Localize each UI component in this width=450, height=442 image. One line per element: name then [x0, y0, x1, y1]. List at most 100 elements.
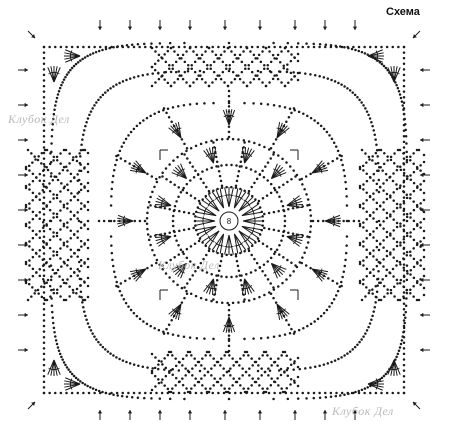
left-mesh-dot — [49, 201, 52, 204]
outer-border-dot — [375, 392, 378, 395]
ring-3-dot — [109, 87, 112, 90]
radial-chain-dot — [208, 190, 211, 193]
outer-border-dot — [341, 392, 344, 395]
ring-2-dot — [243, 102, 246, 105]
radial-chain-dot — [124, 280, 127, 283]
top-mesh-dot — [168, 64, 171, 67]
left-mesh-dot — [87, 220, 90, 223]
left-mesh-dot — [75, 292, 78, 295]
outer-border-dot — [403, 263, 406, 266]
radial-chain-dot — [228, 95, 231, 98]
ring-1-dot — [149, 244, 152, 247]
left-mesh-dot — [42, 208, 45, 211]
left-mesh-dot — [63, 282, 66, 285]
ring-1-dot — [289, 274, 292, 277]
radial-chain-dot — [163, 107, 166, 110]
ring-2-dot — [289, 332, 292, 335]
left-mesh-dot — [65, 282, 68, 285]
radial-chain-dot — [165, 112, 168, 115]
ring-3-dot — [376, 291, 379, 294]
radial-chain-dot — [268, 212, 271, 215]
right-mesh-dot — [423, 180, 426, 183]
outer-border-dot — [318, 46, 321, 49]
outer-ring-dot — [330, 44, 333, 47]
outer-ring-dot — [374, 58, 377, 61]
right-mesh-dot — [376, 208, 379, 211]
right-mesh-dot — [423, 268, 426, 271]
inner-ring-dot — [225, 276, 228, 279]
radial-chain-dot — [278, 253, 281, 256]
ring-2-dot — [115, 281, 118, 284]
right-mesh-dot — [365, 229, 368, 232]
bottom-mesh-dot — [223, 354, 226, 357]
outer-ring-dot — [55, 339, 58, 342]
bottom-mesh-dot — [228, 354, 231, 357]
left-mesh-dot — [80, 221, 83, 224]
inner-ring-dot — [172, 215, 175, 218]
ring-3-dot — [129, 77, 132, 80]
outer-border-dot — [251, 46, 254, 49]
right-mesh-dot — [383, 285, 386, 288]
left-mesh-dot — [31, 286, 34, 289]
right-mesh-dot — [362, 226, 365, 229]
ring-3-dot — [371, 125, 374, 128]
right-mesh-dot — [423, 287, 426, 290]
left-mesh-dot — [87, 239, 90, 242]
left-mesh-dot — [49, 285, 52, 288]
radial-chain-dot — [287, 208, 290, 211]
bottom-mesh-dot — [264, 371, 267, 374]
outer-border-dot — [77, 392, 80, 395]
ring-2-dot — [146, 323, 149, 326]
ring-2-dot — [127, 134, 130, 137]
ring-3-dot — [81, 301, 84, 304]
left-mesh-dot — [73, 195, 76, 198]
outer-ring-dot — [77, 61, 80, 64]
ring-2-dot — [111, 181, 114, 184]
ring-2-dot — [317, 318, 320, 321]
ring-3-dot — [151, 72, 154, 75]
radial-chain-dot — [262, 197, 265, 200]
ring-3-dot — [99, 96, 102, 99]
ring-2-dot — [333, 298, 336, 301]
outer-ring-dot — [53, 327, 56, 330]
top-mesh-dot — [208, 47, 211, 50]
bottom-mesh-dot — [289, 358, 292, 361]
right-mesh-dot — [412, 152, 415, 155]
top-mesh-dot — [203, 61, 206, 64]
right-mesh-dot — [419, 188, 422, 191]
outer-border-dot — [43, 291, 46, 294]
right-mesh-dot — [376, 246, 379, 249]
ring-3-dot — [375, 296, 378, 299]
ring-3-dot — [78, 179, 81, 182]
outer-border-dot — [60, 46, 63, 49]
outer-border-dot — [290, 46, 293, 49]
bottom-mesh-dot — [197, 361, 200, 364]
top-mesh-dot — [284, 85, 287, 88]
right-mesh-dot — [373, 275, 376, 278]
top-mesh-dot — [199, 74, 202, 77]
ring-2-dot — [317, 122, 320, 125]
right-mesh-dot — [362, 202, 365, 205]
radial-chain-dot — [220, 180, 223, 183]
outer-border-dot — [363, 392, 366, 395]
left-mesh-dot — [63, 206, 65, 209]
outer-border-dot — [403, 74, 406, 77]
ring-3-dot — [80, 296, 83, 299]
ring-1-dot — [146, 217, 149, 220]
top-mesh-dot — [222, 71, 225, 74]
ring-3-dot — [360, 338, 363, 341]
right-mesh-dot — [412, 295, 415, 298]
top-mesh-dot — [201, 54, 204, 57]
ring-2-dot — [320, 125, 323, 128]
left-mesh-dot — [45, 205, 48, 208]
bottom-mesh-dot — [167, 354, 170, 357]
right-mesh-dot — [362, 221, 365, 224]
ring-1-dot — [216, 301, 219, 304]
outer-border-dot — [403, 90, 406, 93]
outer-border-dot — [43, 85, 46, 88]
middle-fan-stitch — [155, 234, 171, 236]
outer-border-dot — [93, 46, 96, 49]
outer-border-dot — [138, 392, 141, 395]
left-mesh-dot — [80, 245, 83, 248]
bottom-mesh-dot — [267, 374, 270, 377]
